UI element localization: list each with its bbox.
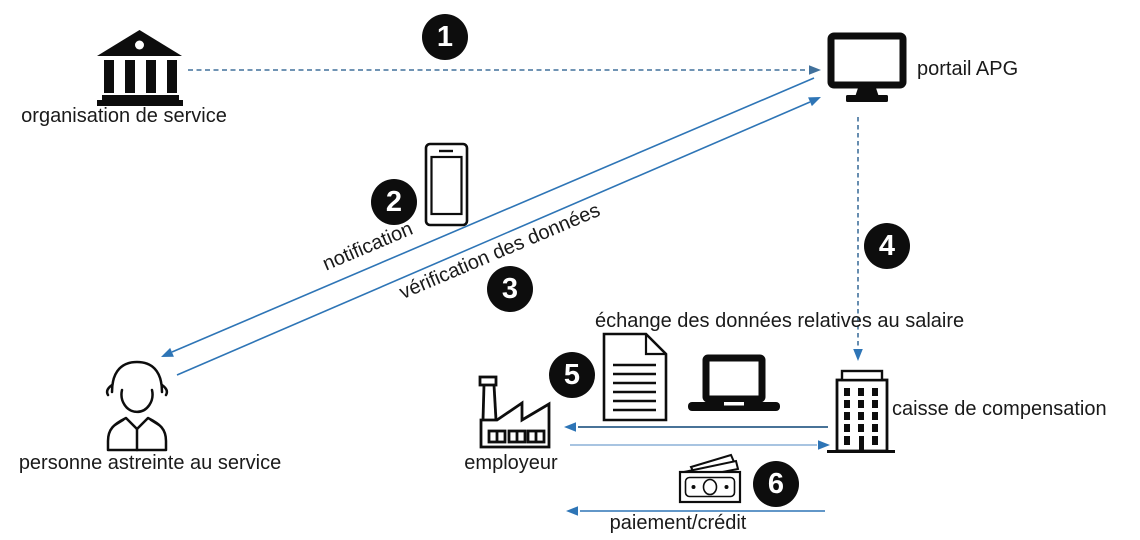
- office-building-icon: [827, 369, 895, 453]
- caisse-label: caisse de compensation: [892, 398, 1107, 420]
- personne-label: personne astreinte au service: [18, 452, 282, 474]
- banknote-icon: [678, 453, 742, 504]
- arrow-5b-employeur-to-caisse: [570, 440, 830, 450]
- arrow-3-person-to-portal: [176, 97, 821, 376]
- smartphone-icon: [424, 142, 469, 227]
- paiement-label: paiement/crédit: [609, 512, 747, 534]
- step-badge-6: 6: [753, 461, 799, 507]
- document-icon: [602, 332, 668, 422]
- monitor-icon: [827, 32, 907, 102]
- arrow-1-organisation-to-portal: [188, 65, 821, 75]
- organisation-label: organisation de service: [21, 105, 227, 127]
- laptop-icon: [688, 354, 780, 411]
- arrow-4-portal-to-caisse: [853, 117, 863, 361]
- echange-label: échange des données relatives au salaire: [595, 310, 965, 332]
- bank-icon: [97, 30, 183, 106]
- step-badge-5: 5: [549, 352, 595, 398]
- arrow-6-paiement: [566, 506, 825, 516]
- portail-label: portail APG: [917, 58, 1019, 80]
- step-badge-2: 2: [371, 179, 417, 225]
- factory-icon: [478, 375, 551, 449]
- step-badge-3: 3: [487, 266, 533, 312]
- soldier-icon: [105, 360, 169, 452]
- step-badge-1: 1: [422, 14, 468, 60]
- step-badge-4: 4: [864, 223, 910, 269]
- arrow-5a-caisse-to-employeur: [564, 422, 828, 432]
- arrow-2-portal-to-person: [161, 77, 815, 357]
- employeur-label: employeur: [464, 452, 558, 474]
